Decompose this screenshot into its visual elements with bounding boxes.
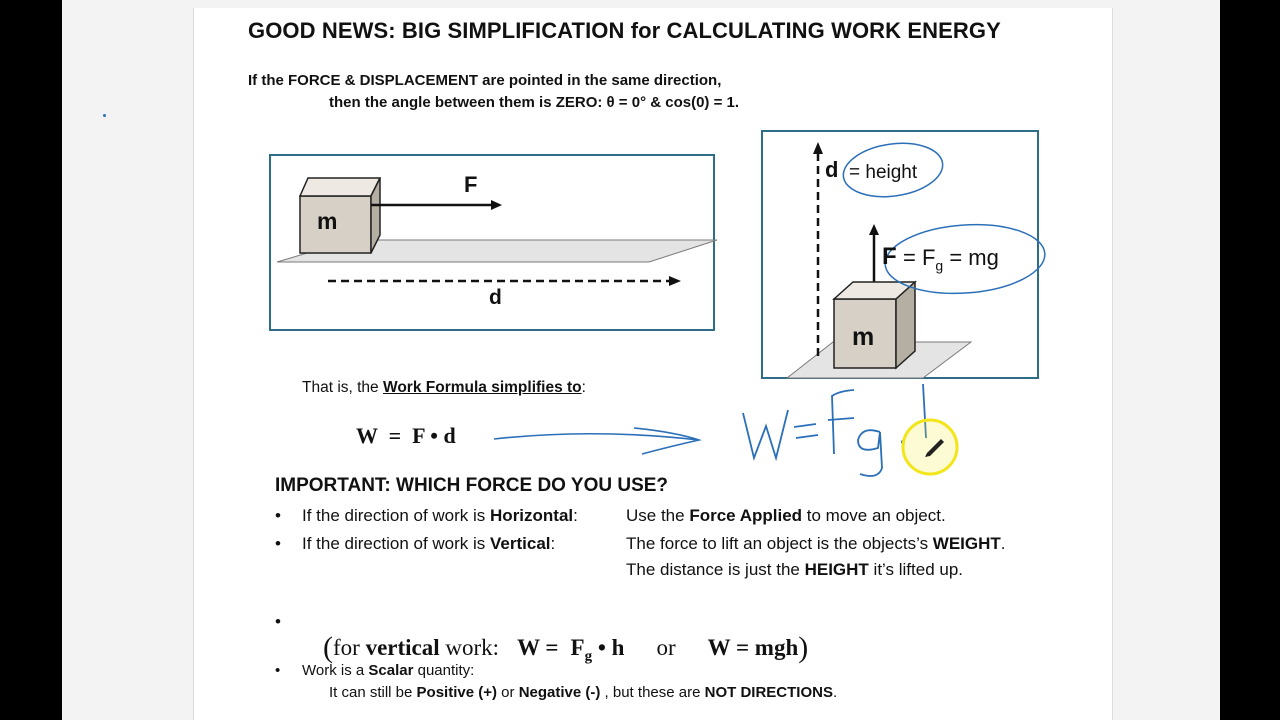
for-text: for bbox=[333, 635, 366, 660]
paren-open: ( bbox=[323, 631, 333, 664]
height-label: d bbox=[825, 157, 839, 182]
displacement-arrowhead bbox=[669, 276, 681, 286]
scalar2-mid: or bbox=[497, 684, 519, 701]
scalar2-suffix: . bbox=[832, 684, 838, 701]
ink-letter-w bbox=[742, 409, 789, 462]
bullet-4: • bbox=[275, 662, 281, 679]
weight-note-prefix: = F bbox=[903, 245, 936, 270]
work-formula-intro-suffix: : bbox=[581, 379, 586, 396]
scalar-prefix: Work is a bbox=[302, 662, 369, 679]
scalar-line-1: Work is a Scalar quantity: bbox=[302, 662, 474, 679]
height-arrowhead bbox=[813, 142, 823, 154]
negative-text: Negative (-) bbox=[518, 684, 601, 701]
vertical-work-formulas: (for vertical work: W = Fg • h or W = mgh) bbox=[300, 605, 808, 692]
vertical-diagram-graphic bbox=[785, 142, 1046, 379]
weight-note-sub: g bbox=[935, 257, 944, 274]
ink-dot bbox=[901, 440, 905, 444]
ink-letter-g bbox=[857, 429, 883, 477]
mass-block-side bbox=[895, 280, 916, 370]
positive-text: Positive (+) bbox=[416, 684, 497, 701]
displacement-label: d bbox=[489, 286, 502, 309]
not-directions-text: NOT DIRECTIONS bbox=[704, 684, 833, 701]
left-black-bar bbox=[0, 0, 62, 720]
weight-force-note: = Fg = mg bbox=[903, 245, 999, 273]
row2-prefix: If the direction of work is bbox=[302, 534, 491, 553]
mass-block-side bbox=[370, 177, 381, 254]
horizontal-diagram-graphic bbox=[276, 177, 718, 286]
row2-desc-bold: WEIGHT bbox=[932, 534, 1001, 553]
page-title: GOOD NEWS: BIG SIMPLIFICATION for CALCUL… bbox=[248, 18, 1001, 43]
bullet-3: • bbox=[275, 612, 281, 631]
scalar2-mid2: , but these are bbox=[600, 684, 705, 701]
row2-desc-suffix: . bbox=[1000, 534, 1006, 553]
work-formula-link: Work Formula simplifies to bbox=[382, 379, 582, 396]
row2-suffix: : bbox=[550, 534, 556, 553]
weight-force-label: F bbox=[882, 243, 897, 270]
row2-desc2-bold: HEIGHT bbox=[804, 560, 869, 579]
horizontal-work-diagram: m F d bbox=[269, 154, 718, 331]
weight-force-arrowhead bbox=[869, 224, 879, 235]
stray-ink-dot bbox=[103, 114, 106, 117]
mass-label: m bbox=[317, 208, 338, 234]
important-heading: IMPORTANT: WHICH FORCE DO YOU USE? bbox=[275, 475, 669, 496]
vertical-rule-label: If the direction of work is Vertical: bbox=[302, 534, 555, 554]
row2-desc-prefix: The force to lift an object is the objec… bbox=[626, 534, 933, 553]
scalar-line-2: It can still be Positive (+) or Negative… bbox=[329, 684, 837, 701]
force-label: F bbox=[464, 172, 478, 197]
formula1-f: F bbox=[570, 635, 585, 660]
vertical-rule-desc-1: The force to lift an object is the objec… bbox=[626, 534, 1006, 554]
bullet-1: • bbox=[275, 506, 281, 525]
work-formula-intro-prefix: That is, the bbox=[302, 379, 383, 396]
ink-equals bbox=[793, 423, 819, 439]
row1-desc-prefix: Use the bbox=[626, 506, 690, 525]
row2-desc2-suffix: it’s lifted up. bbox=[868, 560, 964, 579]
weight-note-suffix: = mg bbox=[943, 245, 999, 270]
formula1-rest: • h bbox=[592, 635, 625, 660]
vertical-work-diagram: d = height F = Fg = mg m bbox=[761, 130, 1046, 379]
ink-arrow-shaft bbox=[493, 432, 700, 441]
row2-desc2-prefix: The distance is just the bbox=[626, 560, 805, 579]
vertical-word: vertical bbox=[365, 635, 440, 660]
formula1-w: W = bbox=[517, 635, 559, 660]
scalar-suffix: quantity: bbox=[413, 662, 475, 679]
formula2: W = mgh bbox=[707, 635, 799, 660]
mass-block-top bbox=[298, 177, 382, 197]
mass-label: m bbox=[852, 323, 875, 351]
row1-bold: Horizontal bbox=[490, 506, 574, 525]
force-arrowhead bbox=[491, 200, 502, 210]
horizontal-rule-label: If the direction of work is Horizontal: bbox=[302, 506, 578, 526]
work-colon: work: bbox=[439, 635, 500, 660]
pen-cursor-icon bbox=[925, 439, 944, 457]
paren-close: ) bbox=[798, 631, 809, 664]
scalar-bold: Scalar bbox=[368, 662, 414, 679]
row1-prefix: If the direction of work is bbox=[302, 506, 491, 525]
row1-desc-bold: Force Applied bbox=[689, 506, 803, 525]
ink-letter-h bbox=[922, 383, 927, 439]
row1-suffix: : bbox=[573, 506, 578, 525]
bullet-2: • bbox=[275, 534, 281, 553]
ink-circle-force bbox=[884, 223, 1046, 295]
document-page: GOOD NEWS: BIG SIMPLIFICATION for CALCUL… bbox=[193, 8, 1113, 720]
right-black-bar bbox=[1220, 0, 1280, 720]
ink-letter-f bbox=[827, 389, 855, 455]
row1-desc-suffix: to move an object. bbox=[802, 506, 946, 525]
row2-bold: Vertical bbox=[490, 534, 551, 553]
or-text: or bbox=[656, 635, 676, 660]
work-formula: W = F • d bbox=[356, 423, 456, 448]
vertical-rule-desc-2: The distance is just the HEIGHT it’s lif… bbox=[626, 560, 963, 580]
height-note: = height bbox=[849, 162, 918, 183]
intro-line-1: If the FORCE & DISPLACEMENT are pointed … bbox=[248, 72, 722, 89]
formula1-sub: g bbox=[584, 648, 593, 665]
scalar2-prefix: It can still be bbox=[329, 684, 417, 701]
ink-circle-height bbox=[842, 142, 944, 198]
horizontal-rule-desc: Use the Force Applied to move an object. bbox=[626, 506, 946, 526]
cursor-highlight-ring bbox=[901, 418, 959, 476]
ink-arrow-head bbox=[633, 427, 703, 455]
work-formula-intro: That is, the Work Formula simplifies to: bbox=[302, 379, 586, 397]
intro-line-2: then the angle between them is ZERO: θ =… bbox=[329, 94, 740, 111]
